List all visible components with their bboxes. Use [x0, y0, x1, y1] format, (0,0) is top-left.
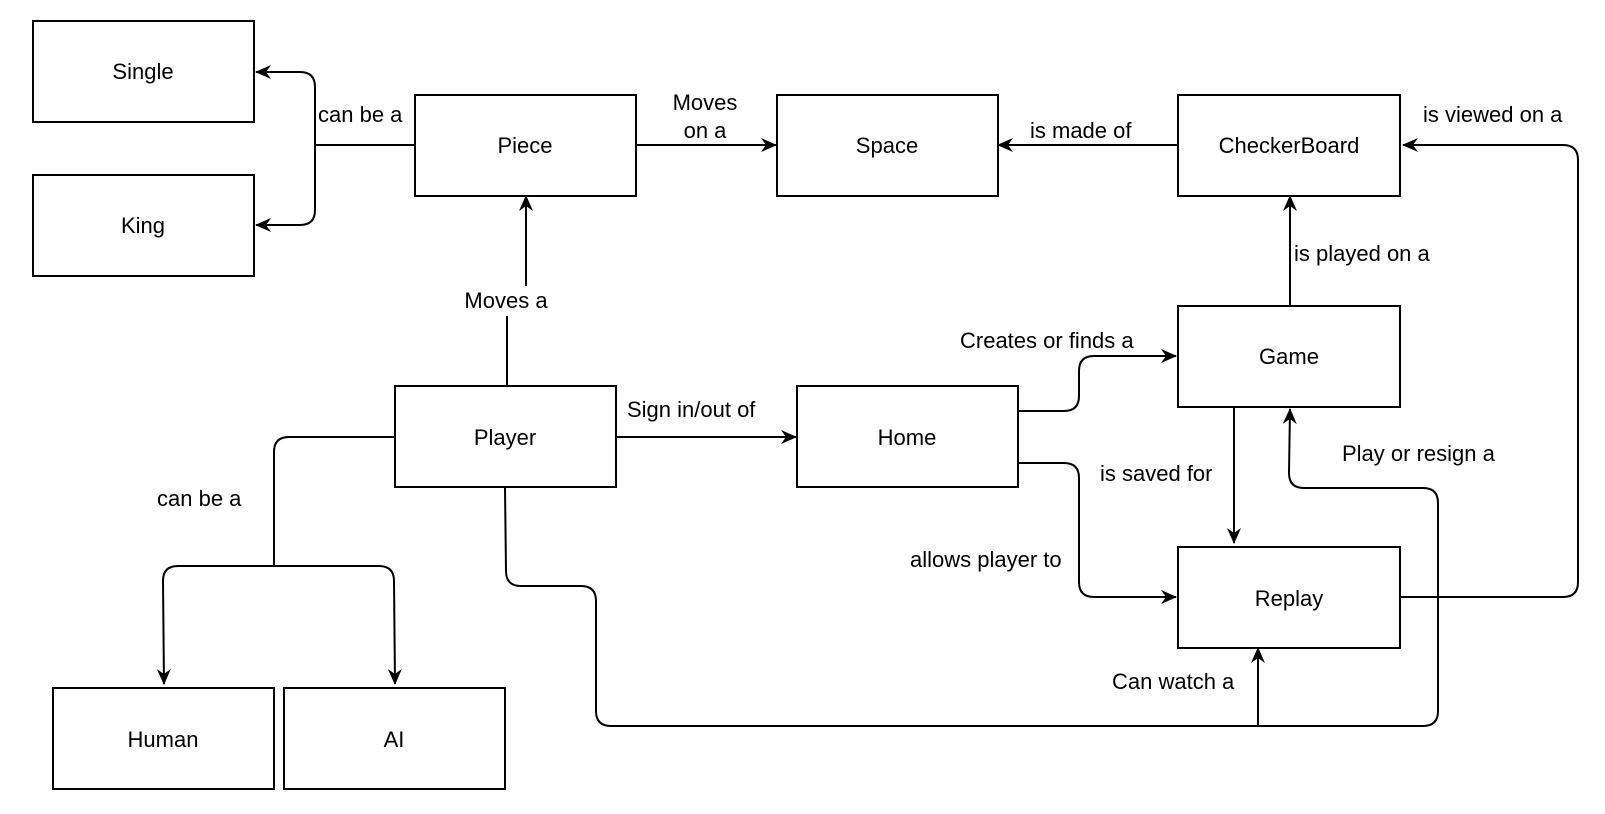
node-space: Space — [776, 94, 999, 197]
node-checkerboard: CheckerBoard — [1177, 94, 1401, 197]
node-replay-label: Replay — [1255, 586, 1323, 611]
label-replay-viewed-on: is viewed on a — [1423, 102, 1563, 127]
label-piece-can-be: can be a — [318, 102, 403, 127]
label-player-sign-in: Sign in/out of — [627, 397, 756, 422]
edge-piece-king — [255, 145, 316, 232]
edge-home-replay — [1018, 462, 1177, 604]
node-game: Game — [1177, 305, 1401, 408]
edge-player-piece — [506, 196, 526, 386]
node-king-label: King — [121, 213, 165, 238]
node-player-label: Player — [474, 425, 536, 450]
edge-player-ai — [274, 565, 402, 685]
edge-player-subtypes — [273, 436, 394, 566]
label-game-saved-for: is saved for — [1100, 461, 1213, 486]
label-piece-moves-on-1: Moves — [673, 90, 738, 115]
label-player-play-resign: Play or resign a — [1342, 441, 1496, 466]
node-space-label: Space — [856, 133, 918, 158]
node-home-label: Home — [878, 425, 937, 450]
label-player-moves: Moves a — [464, 288, 548, 313]
node-replay: Replay — [1177, 546, 1401, 649]
node-piece: Piece — [414, 94, 637, 197]
node-player: Player — [394, 385, 617, 488]
edge-home-game — [1018, 349, 1177, 412]
node-human: Human — [52, 687, 275, 790]
edge-player-human — [156, 565, 274, 685]
node-home: Home — [796, 385, 1019, 488]
label-home-creates-game: Creates or finds a — [960, 328, 1134, 353]
edge-player-game — [504, 408, 1439, 727]
node-game-label: Game — [1259, 344, 1319, 369]
node-checkerboard-label: CheckerBoard — [1219, 133, 1360, 158]
node-ai-label: AI — [384, 727, 405, 752]
node-single-label: Single — [112, 59, 173, 84]
edge-piece-single — [255, 65, 415, 146]
node-ai: AI — [283, 687, 506, 790]
node-piece-label: Piece — [497, 133, 552, 158]
label-player-can-be: can be a — [157, 486, 242, 511]
label-player-can-watch: Can watch a — [1112, 669, 1235, 694]
label-home-allows: allows player to — [910, 547, 1062, 572]
node-human-label: Human — [128, 727, 199, 752]
label-piece-moves-on-2: on a — [684, 118, 728, 143]
node-single: Single — [32, 20, 255, 123]
label-game-played-on: is played on a — [1294, 241, 1431, 266]
edge-replay-board — [1400, 138, 1579, 598]
label-board-made-of: is made of — [1030, 118, 1132, 143]
node-king: King — [32, 174, 255, 277]
